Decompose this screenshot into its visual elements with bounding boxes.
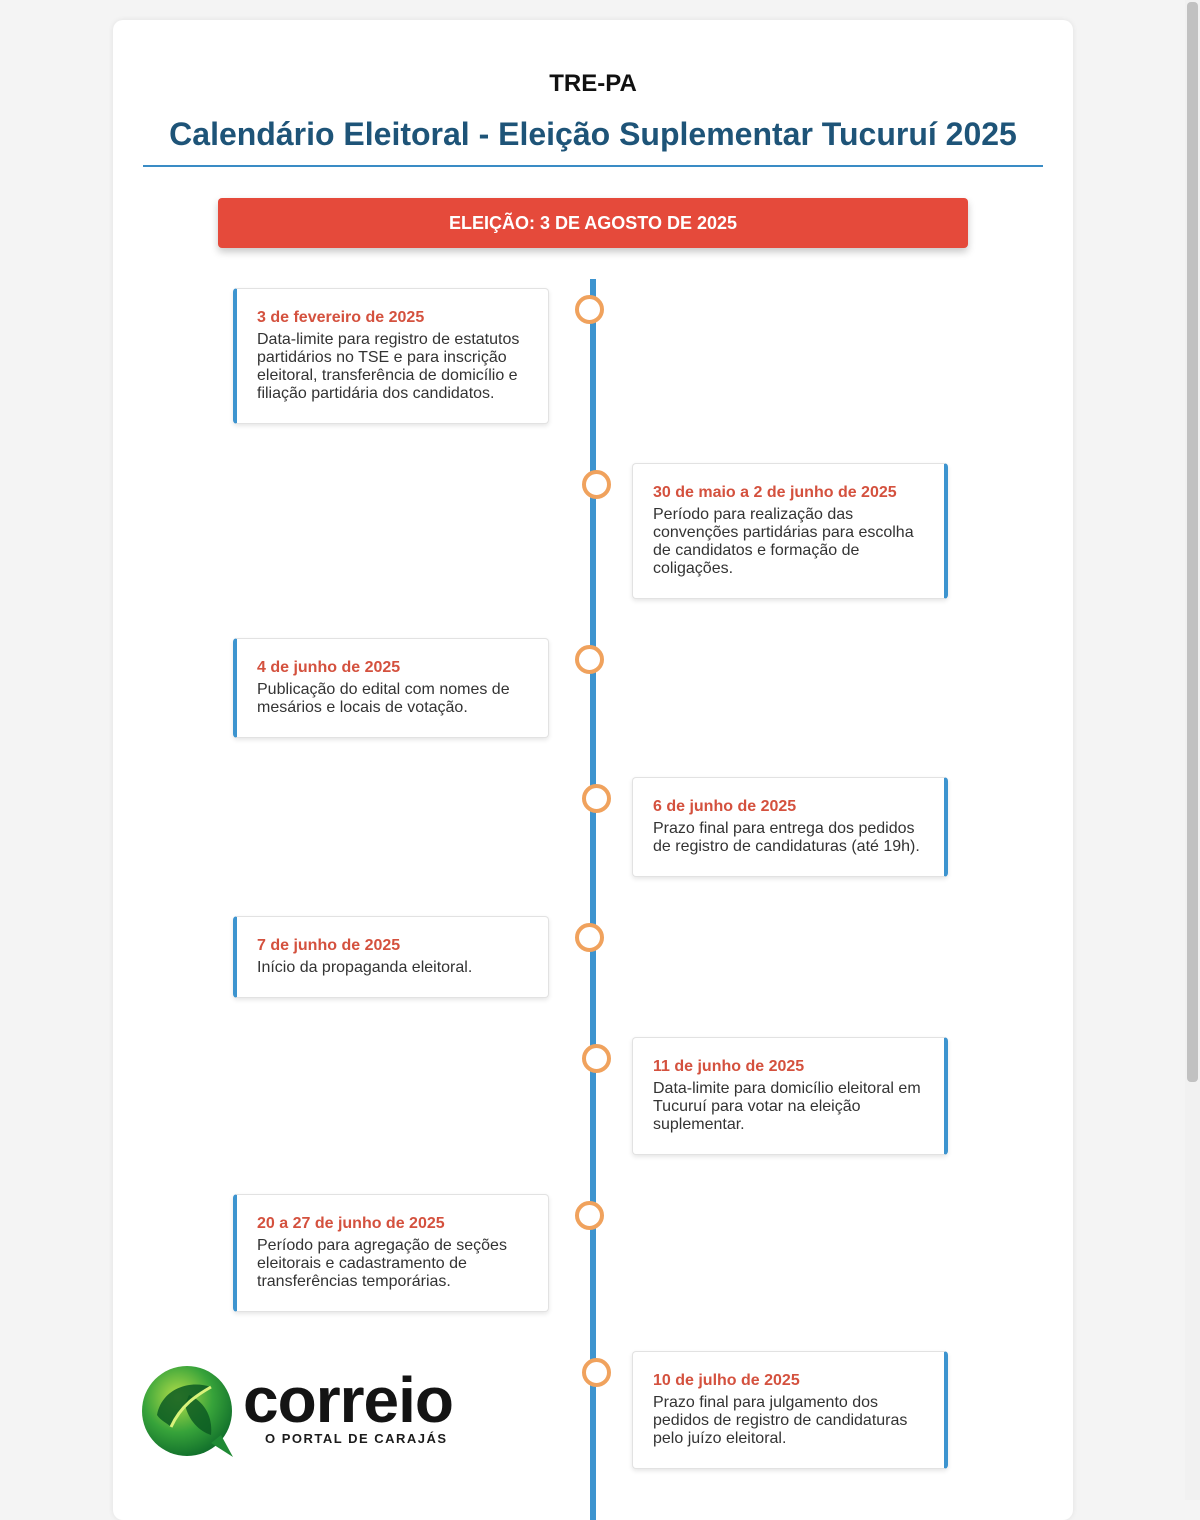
calendar-card: TRE-PA Calendário Eleitoral - Eleição Su… — [113, 20, 1073, 1520]
event-date: 30 de maio a 2 de junho de 2025 — [653, 484, 897, 501]
timeline-dot — [575, 923, 604, 952]
scrollbar-thumb[interactable] — [1187, 2, 1198, 1082]
event-description: Data-limite para domicílio eleitoral em … — [653, 1080, 921, 1133]
timeline-event: 10 de julho de 2025 Prazo final para jul… — [632, 1351, 948, 1469]
timeline-event: 3 de fevereiro de 2025 Data-limite para … — [233, 288, 549, 424]
logo-tagline: O PORTAL DE CARAJÁS — [265, 1431, 448, 1446]
timeline-event: 20 a 27 de junho de 2025 Período para ag… — [233, 1194, 549, 1312]
timeline-event: 6 de junho de 2025 Prazo final para entr… — [632, 777, 948, 877]
timeline-event: 11 de junho de 2025 Data-limite para dom… — [632, 1037, 948, 1155]
event-date: 11 de junho de 2025 — [653, 1058, 805, 1075]
event-description: Período para realização das convenções p… — [653, 506, 914, 577]
correio-logo: correio O PORTAL DE CARAJÁS — [141, 1364, 454, 1465]
leaf-speech-bubble-icon — [142, 1366, 233, 1457]
page-title: Calendário Eleitoral - Eleição Suplement… — [169, 116, 1017, 152]
timeline-dot — [582, 1044, 611, 1073]
event-description: Prazo final para entrega dos pedidos de … — [653, 820, 920, 855]
timeline-dot — [582, 470, 611, 499]
timeline-dot — [575, 295, 604, 324]
timeline-dot — [575, 645, 604, 674]
event-description: Início da propaganda eleitoral. — [257, 959, 473, 976]
logo-wordmark: correio — [243, 1364, 454, 1436]
event-date: 20 a 27 de junho de 2025 — [257, 1215, 445, 1232]
page-scrollbar[interactable] — [1185, 0, 1200, 1500]
title-divider — [143, 165, 1043, 167]
timeline-dot — [582, 1358, 611, 1387]
timeline-event: 7 de junho de 2025 Início da propaganda … — [233, 916, 549, 998]
event-date: 6 de junho de 2025 — [653, 798, 797, 815]
timeline-dot — [575, 1201, 604, 1230]
event-description: Data-limite para registro de estatutos p… — [257, 331, 520, 402]
event-date: 4 de junho de 2025 — [257, 659, 401, 676]
event-date: 7 de junho de 2025 — [257, 937, 401, 954]
timeline-line — [590, 279, 596, 1520]
org-heading: TRE-PA — [549, 70, 637, 97]
event-description: Período para agregação de seções eleitor… — [257, 1237, 507, 1290]
timeline-event: 4 de junho de 2025 Publicação do edital … — [233, 638, 549, 738]
event-description: Prazo final para julgamento dos pedidos … — [653, 1394, 908, 1447]
election-date-banner: ELEIÇÃO: 3 DE AGOSTO DE 2025 — [218, 198, 968, 248]
timeline-event: 30 de maio a 2 de junho de 2025 Período … — [632, 463, 948, 599]
timeline-dot — [582, 784, 611, 813]
event-description: Publicação do edital com nomes de mesári… — [257, 681, 510, 716]
event-date: 10 de julho de 2025 — [653, 1372, 800, 1389]
event-date: 3 de fevereiro de 2025 — [257, 309, 425, 326]
